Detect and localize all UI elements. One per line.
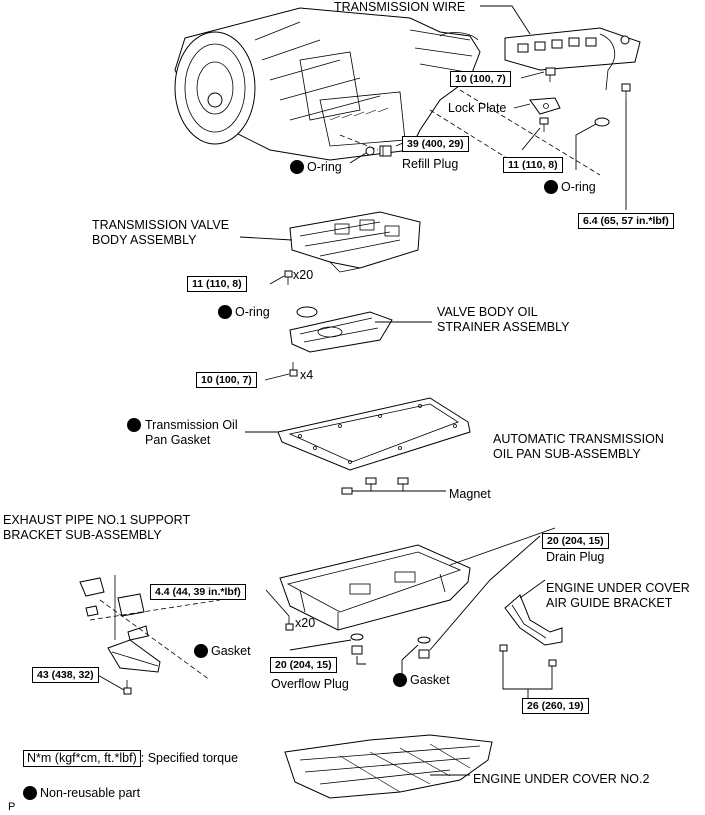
non-reusable-dot [393, 673, 407, 687]
strainer-label-2: STRAINER ASSEMBLY [437, 320, 570, 334]
exhaust-bracket-torque: 43 (438, 32) [32, 667, 99, 683]
overflow-plug-torque: 20 (204, 15) [270, 657, 337, 673]
strainer-label-1: VALVE BODY OIL [437, 305, 538, 319]
lock-plate-label: Lock Plate [448, 101, 507, 115]
strainer-torque: 10 (100, 7) [196, 372, 257, 388]
oil-pan-bolt [285, 616, 294, 631]
transmission-wire-label: TRANSMISSION WIRE [334, 0, 466, 14]
drain-plug [418, 649, 430, 659]
air-guide-bolts [499, 644, 557, 667]
transmission-valve-body [289, 211, 421, 273]
exhaust-bracket-bolt [123, 680, 132, 695]
engine-under-cover-no2 [284, 734, 493, 799]
valve-body-bolt [284, 270, 293, 285]
lock-plate-bolt [539, 117, 549, 132]
drain-gasket [417, 636, 431, 644]
automatic-transmission-oil-pan [279, 544, 471, 631]
magnets [341, 477, 409, 495]
transmission-oil-pan-gasket [277, 397, 471, 471]
drain-plug-torque: 20 (204, 15) [542, 533, 609, 549]
strainer-o-ring [296, 306, 318, 318]
oil-pan-qty: x20 [295, 616, 316, 630]
exhaust-bracket-label-2: BRACKET SUB-ASSEMBLY [3, 528, 162, 542]
non-reusable-legend: Non-reusable part [23, 786, 140, 801]
torque-legend-desc: : Specified torque [140, 751, 239, 765]
wire-bolt [545, 67, 556, 82]
non-reusable-dot [290, 160, 304, 174]
wire-bracket-torque: 6.4 (65, 57 in.*lbf) [578, 213, 674, 229]
wire-o-ring [594, 117, 610, 127]
torque-legend-box: N*m (kgf*cm, ft.*lbf) [23, 750, 141, 767]
wire-bracket-bolt [621, 83, 631, 100]
pan-gasket-label-2: Pan Gasket [145, 433, 211, 447]
pan-gasket-non-reusable-dot [127, 418, 141, 432]
non-reusable-dot [218, 305, 232, 319]
lock-plate [529, 97, 561, 115]
air-guide-label-2: AIR GUIDE BRACKET [546, 596, 673, 610]
exhaust-bracket-label-1: EXHAUST PIPE NO.1 SUPPORT [3, 513, 191, 527]
refill-plug-torque: 39 (400, 29) [402, 136, 469, 152]
non-reusable-dot [544, 180, 558, 194]
oil-pan-bolt-torque: 4.4 (44, 39 in.*lbf) [150, 584, 246, 600]
non-reusable-dot [194, 644, 208, 658]
strainer-bolt [289, 362, 298, 377]
air-guide-torque: 26 (260, 19) [522, 698, 589, 714]
refill-plug [365, 145, 392, 157]
drain-gasket-label: Gasket [393, 673, 450, 688]
magnet-label: Magnet [449, 487, 491, 501]
torque-legend: N*m (kgf*cm, ft.*lbf): Specified torque [23, 750, 238, 767]
non-reusable-dot [23, 786, 37, 800]
valve-body-qty: x20 [293, 268, 314, 282]
engine-under-cover-air-guide-bracket [504, 594, 563, 646]
valve-body-torque: 11 (110, 8) [187, 276, 247, 292]
wire-o-ring-label: O-ring [544, 180, 596, 195]
valve-body-label-2: BODY ASSEMBLY [92, 233, 197, 247]
wire-bolt-torque: 10 (100, 7) [450, 71, 511, 87]
refill-o-ring-label: O-ring [290, 160, 342, 175]
oil-pan-label-2: OIL PAN SUB-ASSEMBLY [493, 447, 641, 461]
valve-body-oil-strainer [289, 311, 393, 353]
oil-pan-label-1: AUTOMATIC TRANSMISSION [493, 432, 664, 446]
air-guide-label-1: ENGINE UNDER COVER [546, 581, 690, 595]
overflow-plug [351, 645, 363, 655]
transmission-wire-harness [480, 5, 641, 91]
valve-body-label-1: TRANSMISSION VALVE [92, 218, 230, 232]
overflow-gasket-label: Gasket [194, 644, 251, 659]
refill-plug-label: Refill Plug [402, 157, 459, 171]
overflow-plug-label: Overflow Plug [271, 677, 349, 691]
lock-plate-bolt-torque: 11 (110, 8) [503, 157, 563, 173]
strainer-o-ring-label: O-ring [218, 305, 270, 320]
overflow-gasket [350, 633, 364, 641]
transmission-housing [174, 7, 481, 161]
corner-mark: P [8, 801, 16, 813]
under-cover-label: ENGINE UNDER COVER NO.2 [473, 772, 650, 786]
drain-plug-label: Drain Plug [546, 550, 605, 564]
pan-gasket-label-1: Transmission Oil [145, 418, 238, 432]
exhaust-pipe-support-bracket [79, 575, 161, 673]
strainer-qty: x4 [300, 368, 314, 382]
